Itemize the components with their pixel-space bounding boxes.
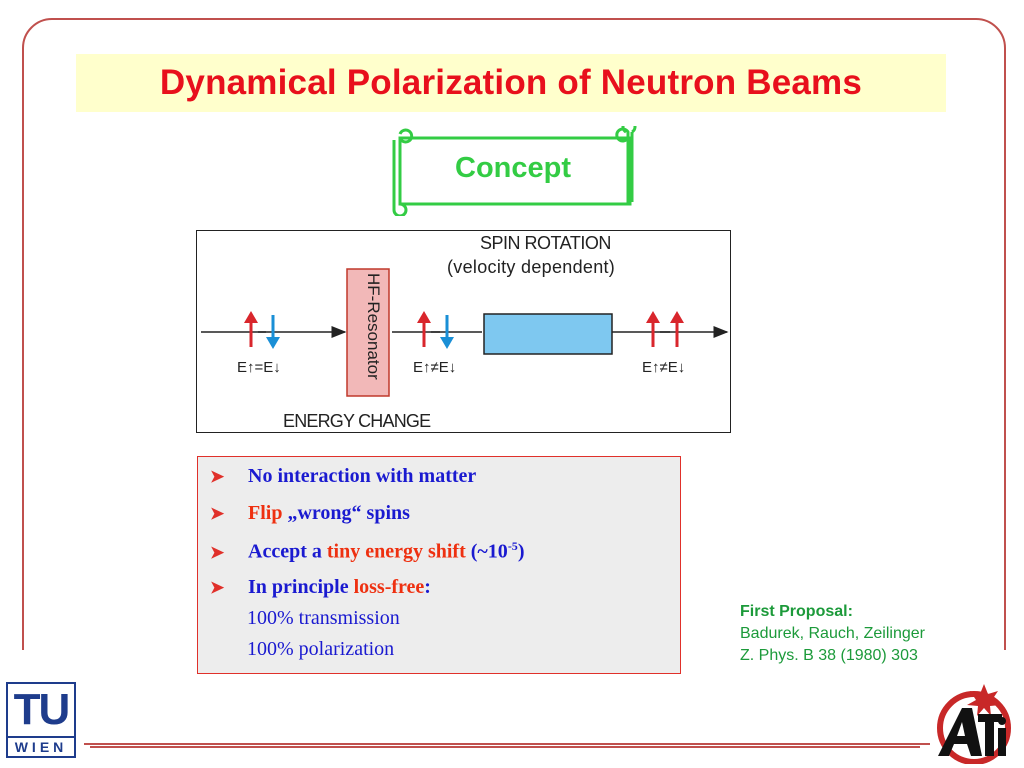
bullet-4-line-2: 100% transmission bbox=[247, 607, 400, 629]
reference-authors: Badurek, Rauch, Zeilinger bbox=[740, 625, 925, 642]
bullet-3-value: (~10 bbox=[470, 540, 508, 563]
bullet-arrow-icon: ➤ bbox=[210, 578, 225, 597]
bullet-3-exponent: -5 bbox=[507, 539, 518, 553]
diagram-graphics: HF-Resonator bbox=[201, 268, 729, 397]
bullet-4-line-3: 100% polarization bbox=[247, 638, 395, 660]
inequality-label-3: E↑≠E↓ bbox=[642, 359, 686, 376]
tu-logo-top: TU bbox=[13, 685, 71, 734]
bullet-4-colon: : bbox=[424, 576, 431, 598]
spin-pair-3 bbox=[646, 311, 684, 347]
spin-pair-1 bbox=[244, 311, 280, 349]
bullet-arrow-icon: ➤ bbox=[210, 542, 225, 562]
polarization-diagram: HF-Resonator SPIN ROTATION (velocity dep… bbox=[196, 230, 731, 433]
inequality-label-2: E↑≠E↓ bbox=[413, 359, 457, 376]
resonator-box bbox=[346, 268, 390, 397]
bullet-1: ➤ No interaction with matter bbox=[210, 465, 476, 488]
bullet-4: ➤ In principle loss-free: bbox=[210, 576, 431, 599]
spin-rotation-box bbox=[483, 313, 613, 355]
bullet-4-text: In principle bbox=[248, 576, 349, 598]
tu-wien-logo: TU WIEN bbox=[6, 682, 76, 758]
ati-logo bbox=[937, 684, 1011, 764]
page-title: Dynamical Polarization of Neutron Beams bbox=[159, 63, 863, 102]
reference-journal: Z. Phys. B 38 (1980) 303 bbox=[740, 647, 918, 664]
bullet-4-highlight: loss-free bbox=[353, 576, 425, 598]
bullet-3: ➤ Accept a tiny energy shift (~10-5) bbox=[210, 539, 524, 564]
bullet-1-text: No interaction with matter bbox=[248, 465, 477, 487]
bullet-2-highlight: Flip bbox=[248, 502, 283, 524]
equality-label-1: E↑=E↓ bbox=[237, 359, 281, 376]
slide-frame bbox=[22, 18, 1006, 748]
bullet-3-text: Accept a bbox=[248, 540, 322, 563]
bullet-3-highlight: tiny energy shift bbox=[326, 540, 466, 563]
scroll-banner bbox=[392, 126, 637, 216]
energy-change-label: ENERGY CHANGE bbox=[283, 411, 431, 431]
bullet-box: ➤ No interaction with matter ➤ Flip „wrong… bbox=[197, 456, 681, 674]
spin-rotation-subtitle: (velocity dependent) bbox=[447, 257, 616, 277]
tu-logo-bottom: WIEN bbox=[8, 736, 74, 758]
concept-label: Concept bbox=[455, 152, 571, 184]
bullet-2: ➤ Flip „wrong“ spins bbox=[210, 502, 410, 525]
reference-heading: First Proposal: bbox=[740, 603, 853, 620]
spin-pair-2 bbox=[417, 311, 454, 349]
resonator-label: HF-Resonator bbox=[364, 273, 383, 380]
bullet-2-text: „wrong“ spins bbox=[287, 502, 410, 524]
spin-rotation-title: SPIN ROTATION bbox=[480, 233, 611, 253]
reference-block: First Proposal: Badurek, Rauch, Zeilinge… bbox=[740, 601, 925, 667]
bullet-arrow-icon: ➤ bbox=[210, 467, 225, 486]
footer-line bbox=[84, 743, 930, 745]
bullet-arrow-icon: ➤ bbox=[210, 504, 225, 523]
bullet-3-close: ) bbox=[517, 540, 525, 563]
title-bar: Dynamical Polarization of Neutron Beams bbox=[76, 54, 946, 112]
